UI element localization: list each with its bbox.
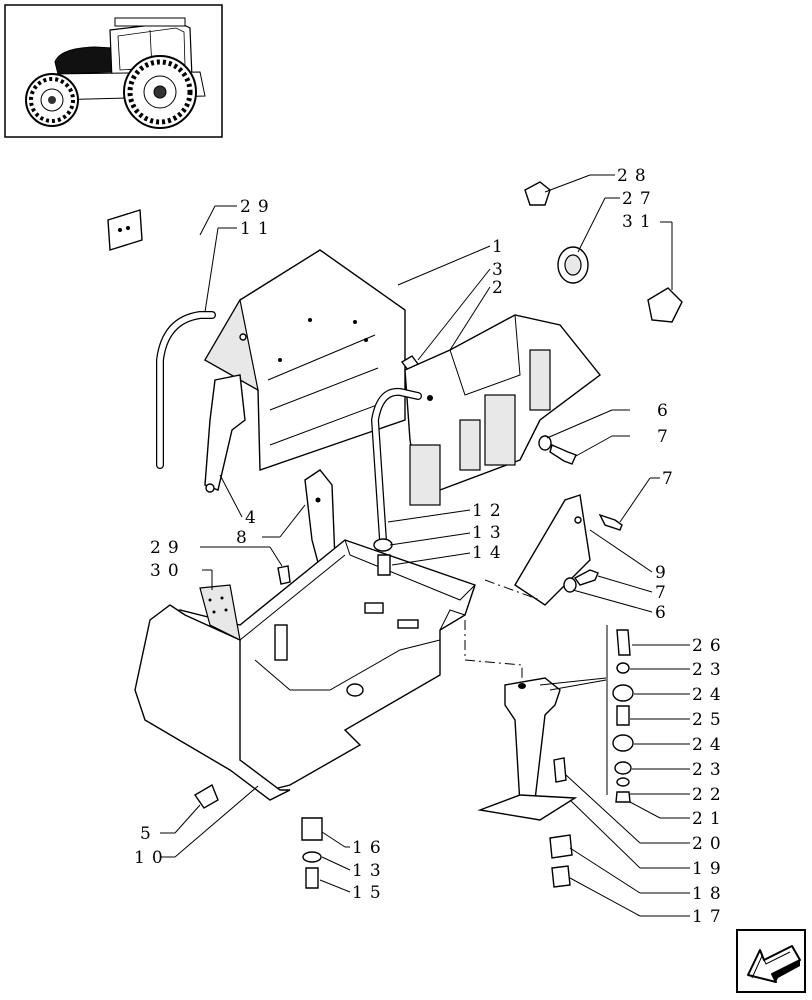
part-fittings-27-28-31 <box>524 181 683 323</box>
tractor-icon <box>25 17 206 129</box>
part-nut-13-14 <box>373 538 393 576</box>
callout-29-b[interactable]: 29 <box>150 538 186 558</box>
tractor-thumbnail[interactable] <box>4 4 223 138</box>
leader-lines <box>160 174 690 917</box>
callout-16[interactable]: 16 <box>352 838 388 858</box>
back-arrow-button[interactable] <box>736 929 806 993</box>
part-washer-bolt-6-7 <box>538 435 577 465</box>
callout-13-b[interactable]: 13 <box>352 861 388 881</box>
callout-20[interactable]: 20 <box>692 834 728 854</box>
callout-24[interactable]: 24 <box>692 685 728 705</box>
callout-2[interactable]: 2 <box>492 278 510 298</box>
callout-7-b[interactable]: 7 <box>662 469 680 489</box>
callout-30[interactable]: 30 <box>150 561 186 581</box>
part-stack-13-15-16 <box>301 817 323 889</box>
part-stack-21-26 <box>606 625 634 803</box>
part-bushing-5 <box>193 783 219 809</box>
part-bracket-4 <box>204 374 246 493</box>
connector-dashes <box>464 579 541 680</box>
callout-17[interactable]: 17 <box>692 907 728 927</box>
part-tube-12 <box>370 387 422 544</box>
part-bracket-9 <box>514 494 623 606</box>
callout-7[interactable]: 7 <box>657 427 675 447</box>
callout-5[interactable]: 5 <box>140 824 158 844</box>
callout-15[interactable]: 15 <box>352 883 388 903</box>
part-mounts-17-18 <box>549 834 573 888</box>
part-support-19-20 <box>477 677 578 821</box>
callout-23-b[interactable]: 23 <box>692 760 728 780</box>
callout-4[interactable]: 4 <box>245 508 263 528</box>
part-fender-1 <box>204 249 406 471</box>
part-tube-11 <box>156 311 216 469</box>
callout-10[interactable]: 10 <box>134 848 170 868</box>
callout-21[interactable]: 21 <box>692 809 728 829</box>
callout-19[interactable]: 19 <box>692 859 728 879</box>
callout-22[interactable]: 22 <box>692 785 728 805</box>
part-handle-29 <box>85 184 203 353</box>
part-platform-10 <box>134 539 476 801</box>
callout-11[interactable]: 11 <box>240 219 276 239</box>
callout-18[interactable]: 18 <box>692 884 728 904</box>
callout-6[interactable]: 6 <box>657 401 675 421</box>
callout-12[interactable]: 12 <box>472 501 508 521</box>
callout-24-b[interactable]: 24 <box>692 735 728 755</box>
callout-23[interactable]: 23 <box>692 660 728 680</box>
part-fender-2 <box>404 314 601 506</box>
callout-14[interactable]: 14 <box>472 543 508 563</box>
callout-27[interactable]: 27 <box>622 189 658 209</box>
callout-9[interactable]: 9 <box>655 563 673 583</box>
callout-6-b[interactable]: 6 <box>655 603 673 623</box>
callout-1[interactable]: 1 <box>492 237 510 257</box>
callout-29[interactable]: 29 <box>240 197 276 217</box>
callout-8[interactable]: 8 <box>236 528 254 548</box>
callout-31[interactable]: 31 <box>622 212 658 232</box>
callout-25[interactable]: 25 <box>692 710 728 730</box>
part-bolt-29-lower <box>277 565 291 585</box>
callout-7-c[interactable]: 7 <box>655 583 673 603</box>
callout-26[interactable]: 26 <box>692 636 728 656</box>
arrow-back-icon <box>747 945 801 983</box>
callout-28[interactable]: 28 <box>617 166 653 186</box>
callout-labels: 29 11 1 3 2 28 27 31 6 7 7 4 8 12 13 14 … <box>134 166 728 927</box>
callout-3[interactable]: 3 <box>492 260 510 280</box>
callout-13[interactable]: 13 <box>472 523 508 543</box>
